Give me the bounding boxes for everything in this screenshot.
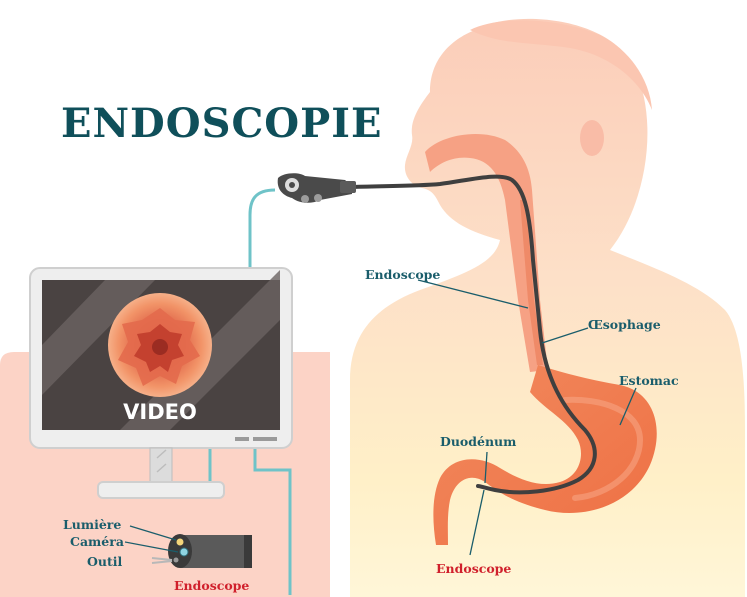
label-oesophage: Œsophage	[588, 317, 661, 332]
label-duodenum: Duodénum	[440, 434, 516, 449]
label-lumiere: Lumière	[63, 517, 121, 532]
page-title: ENDOSCOPIE	[61, 100, 382, 147]
label-outil: Outil	[87, 554, 122, 569]
label-estomac: Estomac	[619, 373, 679, 388]
label-endoscope-tip: Endoscope	[436, 561, 511, 576]
monitor-video-text: VIDEO	[123, 400, 197, 424]
endoscope-handle-icon	[278, 173, 356, 203]
label-camera: Caméra	[70, 534, 124, 549]
label-tip-caption: Endoscope	[174, 578, 249, 593]
label-endoscope-top: Endoscope	[365, 267, 440, 282]
